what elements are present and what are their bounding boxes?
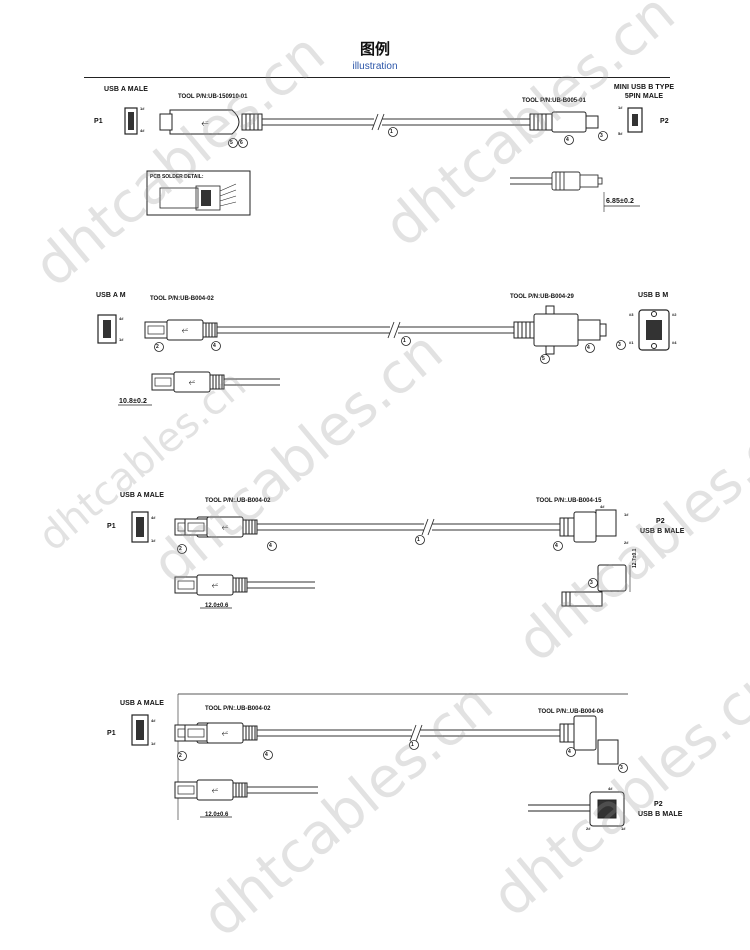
d2-right-label: USB B M [638, 292, 669, 299]
d2-callout-4: 4 [213, 343, 216, 349]
d4-pin-2: 2# [586, 826, 591, 831]
d1-callout-4: 4 [566, 137, 569, 143]
d4-callout-4b: 4 [568, 749, 571, 755]
d4-dim: 12.0±0.6 [205, 812, 229, 818]
d3-pin-4b: 4# [600, 504, 605, 509]
d3-dim: 12.0±0.6 [205, 603, 229, 609]
page-title: 图例 [359, 40, 390, 58]
d3-tool-left: TOOL P/N:.UB-B004-02 [205, 498, 271, 504]
d2-pin-1b: #1 [629, 340, 634, 345]
d2-callout-4b: 4 [587, 345, 590, 351]
d2-tool-right: TOOL P/N:UB-B004-29 [510, 294, 574, 300]
d3-pin-2: 2# [624, 540, 629, 545]
d4-tool-left: TOOL P/N:.UB-B004-02 [205, 706, 271, 712]
d2-dim: 10.8±0.2 [119, 398, 147, 405]
d4-left-port: P1 [107, 730, 116, 737]
d4-callout-3: 3 [620, 765, 623, 771]
d4-left-label: USB A MALE [120, 700, 165, 707]
d1-callout-6: 6 [240, 140, 243, 146]
d3-callout-4b: 4 [555, 543, 558, 549]
d1-callout-3: 3 [600, 133, 603, 139]
d4-pin-1: 1# [151, 741, 156, 746]
d2-callout-1: 1 [403, 338, 406, 344]
d1-tool-left: TOOL P/N:UB-150910-01 [178, 94, 248, 100]
d2-callout-5: 5 [542, 356, 545, 362]
d3-pin-1: 1# [151, 538, 156, 543]
d3-left-label: USB A MALE [120, 492, 165, 499]
d3-callout-4: 4 [269, 543, 272, 549]
d1-right-label-line1: MINI USB B TYPE [613, 84, 675, 91]
d3-pin-4: 4# [151, 515, 156, 520]
d1-pin-1: 1# [140, 106, 145, 111]
d3-tool-right: TOOL P/N:.UB-B004-15 [536, 498, 602, 504]
d1-tool-right: TOOL P/N:UB-B005-01 [522, 98, 586, 104]
d3-callout-1: 1 [417, 537, 420, 543]
usb-a-overmold [169, 109, 240, 135]
d4-pin-4: 4# [151, 718, 156, 723]
d3-dim-vertical: 12.7±0.1 [632, 548, 638, 568]
d1-callout-5: 5 [230, 140, 233, 146]
drawings-layer: ⭁ ⭁ [97, 107, 670, 827]
d2-tool-left: TOOL P/N:UB-B004-02 [150, 296, 214, 302]
d1-left-port: P1 [94, 118, 103, 125]
d4-callout-4: 4 [265, 752, 268, 758]
d1-pin-4: 4# [140, 128, 145, 133]
diagram-4 [131, 693, 628, 827]
d2-pin-4b: #4 [672, 340, 677, 345]
d1-left-label: USB A MALE [104, 86, 149, 93]
d1-pin-5: 5# [618, 131, 623, 136]
d3-right-port: P2 [656, 518, 665, 525]
d1-dim: 6.85±0.2 [606, 198, 634, 205]
d2-pin-1: 1# [119, 337, 124, 342]
page-subtitle: illustration [352, 61, 398, 72]
svg-text:⭁: ⭁ [201, 118, 208, 128]
diagram-2 [97, 305, 670, 406]
d1-pin-1b: 1# [618, 105, 623, 110]
d4-right-label: USB B MALE [638, 811, 683, 818]
d1-right-port: P2 [660, 118, 669, 125]
d4-pin-4b: 4# [608, 786, 613, 791]
d3-pin-1b: 1# [624, 512, 629, 517]
d3-left-port: P1 [107, 523, 116, 530]
d4-callout-2: 2 [179, 753, 182, 759]
diagram-1: ⭁ [124, 107, 643, 216]
d4-tool-right: TOOL P/N:.UB-B004-06 [538, 709, 604, 715]
d3-callout-3: 3 [590, 580, 593, 586]
d3-callout-2: 2 [179, 546, 182, 552]
d1-callout-1: 1 [390, 129, 393, 135]
d2-pin-2: #2 [672, 312, 677, 317]
d2-left-label: USB A M [96, 292, 126, 299]
d1-pcb-title: PCB SOLDER DETAIL: [150, 174, 204, 180]
header-divider [84, 77, 670, 78]
d2-callout-3: 3 [618, 342, 621, 348]
mini-usb-connector [529, 111, 599, 133]
d4-pin-1b: 1# [621, 826, 626, 831]
d3-right-label: USB B MALE [640, 528, 685, 535]
d4-right-port: P2 [654, 801, 663, 808]
d2-callout-2: 2 [156, 344, 159, 350]
diagram-3 [131, 509, 631, 609]
d2-pin-3: #3 [629, 312, 634, 317]
d4-callout-1: 1 [411, 742, 414, 748]
d2-pin-4: 4# [119, 316, 124, 321]
d1-right-label-line2: 5PIN MALE [624, 93, 664, 100]
